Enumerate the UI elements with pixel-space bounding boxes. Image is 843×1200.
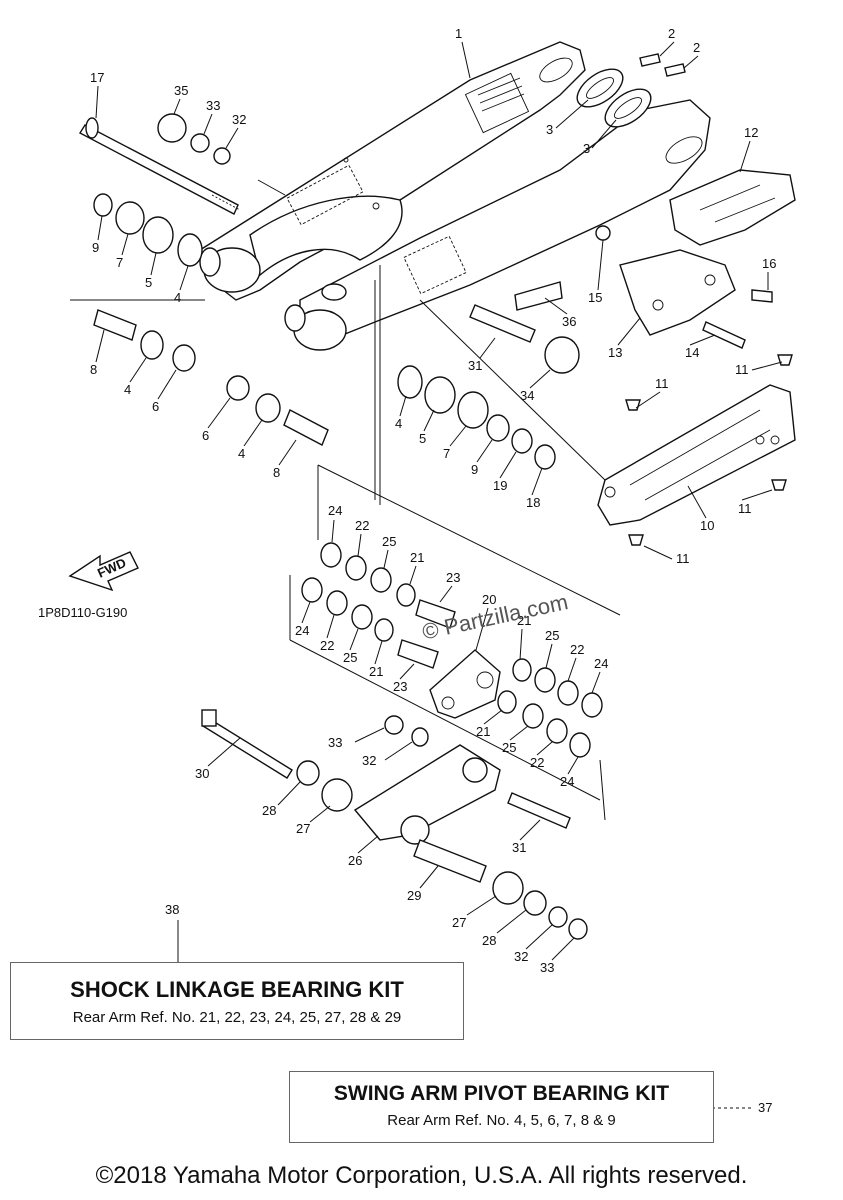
callout: 3 <box>546 122 553 137</box>
callout: 33 <box>540 960 554 975</box>
callout: 3 <box>583 141 590 156</box>
callout: 11 <box>738 501 752 516</box>
callout: 16 <box>762 256 776 271</box>
callout: 22 <box>320 638 334 653</box>
callout: 24 <box>594 656 608 671</box>
callout: 5 <box>419 431 426 446</box>
swing-arm <box>199 41 711 351</box>
callout: 11 <box>735 362 749 377</box>
swing-arm-kit-box: SWING ARM PIVOT BEARING KIT Rear Arm Ref… <box>289 1071 714 1143</box>
shock-kit-subtitle: Rear Arm Ref. No. 21, 22, 23, 24, 25, 27… <box>72 1009 402 1026</box>
callout: 21 <box>369 664 383 679</box>
swing-kit-title: SWING ARM PIVOT BEARING KIT <box>333 1082 670 1105</box>
guide-lines <box>70 179 752 1109</box>
callout: 11 <box>655 376 669 391</box>
callout: 33 <box>328 735 342 750</box>
callout: 33 <box>206 98 220 113</box>
callout: 27 <box>296 821 310 836</box>
callout: 21 <box>517 613 531 628</box>
callout-numbers: 1 2 2 3 3 12 17 35 33 32 9 7 5 4 16 15 3… <box>90 26 776 975</box>
callout: 9 <box>471 462 478 477</box>
callout: 19 <box>493 478 507 493</box>
fwd-arrow-icon: FWD <box>68 551 139 592</box>
kit-shock-ref: 38 <box>165 902 180 917</box>
callout: 5 <box>145 275 152 290</box>
callout: 1 <box>455 26 462 41</box>
callout: 22 <box>355 518 369 533</box>
callout: 23 <box>393 679 407 694</box>
callout: 6 <box>152 399 159 414</box>
callout: 28 <box>262 803 276 818</box>
callout: 30 <box>195 766 209 781</box>
callout: 6 <box>202 428 209 443</box>
callout: 32 <box>232 112 246 127</box>
diagram-code: 1P8D110-G190 <box>38 605 128 620</box>
callout: 29 <box>407 888 421 903</box>
callout: 25 <box>382 534 396 549</box>
callout: 2 <box>693 40 700 55</box>
callout: 28 <box>482 933 496 948</box>
callout: 18 <box>526 495 540 510</box>
callout: 24 <box>295 623 309 638</box>
callout: 4 <box>395 416 402 431</box>
callout: 24 <box>328 503 342 518</box>
callout: 11 <box>676 551 690 566</box>
callout: 24 <box>560 774 574 789</box>
callout: 25 <box>502 740 516 755</box>
copyright-notice: ©2018 Yamaha Motor Corporation, U.S.A. A… <box>95 1162 748 1189</box>
callout: 4 <box>174 290 181 305</box>
callout: 9 <box>92 240 99 255</box>
callout: 8 <box>90 362 97 377</box>
leader-lines <box>95 41 783 961</box>
callout: 35 <box>174 83 188 98</box>
callout: 2 <box>668 26 675 41</box>
shock-linkage-kit-box: SHOCK LINKAGE BEARING KIT Rear Arm Ref. … <box>10 962 464 1040</box>
callout: 34 <box>520 388 534 403</box>
callout: 22 <box>530 755 544 770</box>
shock-kit-title: SHOCK LINKAGE BEARING KIT <box>70 977 404 1002</box>
lower-pivot-parts <box>397 304 580 470</box>
upper-right-parts <box>514 53 796 349</box>
callout: 32 <box>362 753 376 768</box>
callout: 8 <box>273 465 280 480</box>
callout: 32 <box>514 949 528 964</box>
swing-kit-subtitle: Rear Arm Ref. No. 4, 5, 6, 7, 8 & 9 <box>387 1112 616 1129</box>
callout: 10 <box>700 518 714 533</box>
kit-swing-ref: 37 <box>758 1100 773 1115</box>
callout: 25 <box>343 650 357 665</box>
callout: 14 <box>685 345 699 360</box>
linkage-parts <box>201 542 603 940</box>
callout: 27 <box>452 915 466 930</box>
callout: 17 <box>90 70 104 85</box>
callout: 4 <box>238 446 245 461</box>
callout: 31 <box>468 358 482 373</box>
callout: 22 <box>570 642 584 657</box>
callout: 7 <box>443 446 450 461</box>
pivot-shaft-parts <box>79 113 329 446</box>
callout: 20 <box>482 592 496 607</box>
callout: 23 <box>446 570 460 585</box>
callout: 36 <box>562 314 576 329</box>
callout: 12 <box>744 125 758 140</box>
callout: 21 <box>410 550 424 565</box>
callout: 15 <box>588 290 602 305</box>
callout: 21 <box>476 724 490 739</box>
callout: 31 <box>512 840 526 855</box>
chain-slider <box>597 354 796 546</box>
callout: 4 <box>124 382 131 397</box>
callout: 13 <box>608 345 622 360</box>
callout: 25 <box>545 628 559 643</box>
callout: 7 <box>116 255 123 270</box>
callout: 26 <box>348 853 362 868</box>
